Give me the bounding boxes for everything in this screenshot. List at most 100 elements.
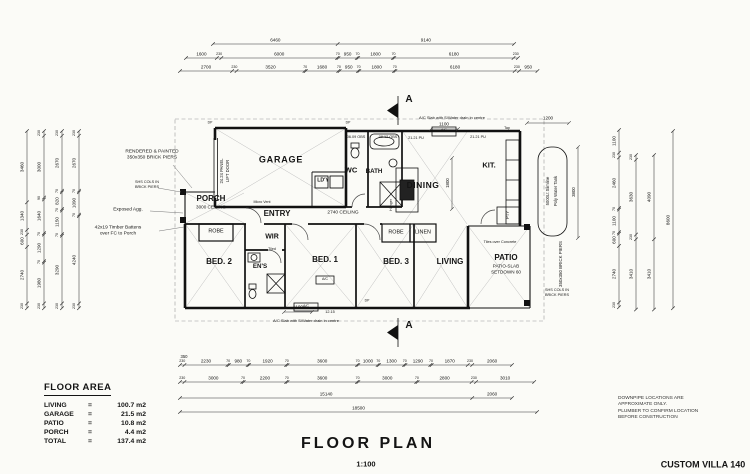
dim-label: 3460 bbox=[19, 161, 25, 172]
room-label-dining: DINING bbox=[406, 179, 440, 190]
window-code-5: 12.15 bbox=[325, 310, 335, 315]
ac-unit-top bbox=[431, 126, 457, 137]
window-code-2: 09.12 OBS bbox=[378, 135, 398, 140]
dim-label: 70 bbox=[72, 213, 77, 218]
dim-label: 1920 bbox=[262, 358, 273, 364]
exterior-walls bbox=[183, 126, 522, 310]
downpipe-notes: DOWNPIPE LOCATIONS ARE APPROXIMATE ONLY.… bbox=[618, 396, 698, 422]
area-value: 100.7 m2 bbox=[117, 402, 146, 409]
dim-label: 3410 bbox=[646, 269, 652, 280]
water-tank bbox=[537, 146, 568, 237]
dim-label: 6180 bbox=[449, 64, 461, 70]
dim-label: 2800 bbox=[439, 375, 450, 381]
dim-label: 230 bbox=[470, 375, 477, 380]
note-line: BEFORE CONSTRUCTION bbox=[618, 415, 678, 421]
note-line: PLUMBER TO CONFIRM LOCATION bbox=[618, 408, 699, 414]
dp-mark-3: DP bbox=[364, 298, 370, 303]
laundry-alcove bbox=[311, 171, 346, 207]
dim-label: 1870 bbox=[444, 358, 455, 364]
kitchen-island bbox=[395, 167, 419, 213]
dim-label: 820 bbox=[54, 196, 60, 205]
floor-area-heading: FLOOR AREA bbox=[44, 382, 112, 396]
brick-piers bbox=[180, 189, 530, 306]
dim-label: 6000 bbox=[274, 51, 285, 57]
room-label-bed2: BED. 2 bbox=[206, 257, 232, 266]
garage-panel-door bbox=[213, 138, 218, 200]
dim-label: 230 bbox=[20, 229, 25, 236]
dim-label: 70 bbox=[336, 64, 341, 69]
dim-label: 3000 bbox=[208, 375, 219, 381]
dim-label: 1000 bbox=[362, 358, 374, 364]
brick-piers-right-note: 350x350 BRICK PIERS bbox=[557, 241, 563, 287]
linen-label: LINEN bbox=[415, 229, 431, 236]
area-label: PATIO bbox=[44, 420, 64, 427]
table-row: PATIO=10.8 m2 bbox=[44, 419, 146, 428]
table-row: GARAGE=21.5 m2 bbox=[44, 410, 146, 419]
equals: = bbox=[88, 438, 92, 445]
dim-label: 70 bbox=[37, 259, 42, 264]
exposed-agg-note: Exposed Agg. bbox=[113, 207, 143, 213]
area-label: TOTAL bbox=[44, 438, 67, 445]
slab-drain-note-bottom: A/C Slab with S/Water drain in centre bbox=[273, 318, 339, 323]
area-value: 10.8 m2 bbox=[121, 420, 146, 427]
dim-label: 6180 bbox=[448, 51, 459, 57]
local-dim-lines bbox=[282, 121, 580, 314]
room-label-laundry: LD'Y bbox=[317, 177, 329, 184]
dim-label: 2700 bbox=[200, 64, 212, 70]
table-row: LIVING=100.7 m2 bbox=[44, 401, 146, 410]
dim-label: 3000 bbox=[382, 375, 393, 381]
dim-label: 2060 bbox=[486, 391, 498, 397]
dim-label: 70 bbox=[355, 375, 360, 380]
room-label-porch: PORCH bbox=[196, 194, 226, 203]
dim-label: 600 bbox=[19, 236, 25, 245]
rendered-piers-note1: RENDERED & PAINTED bbox=[125, 149, 179, 155]
room-label-bed3: BED. 3 bbox=[383, 257, 409, 266]
shs-cols-right-note1: SHS COLS IN bbox=[544, 288, 570, 293]
dim-label: 70 bbox=[355, 358, 360, 363]
fixtures bbox=[247, 126, 568, 312]
dim-label: 1340 bbox=[19, 210, 25, 222]
dim-label: 3600 bbox=[317, 375, 328, 381]
dim-label: 70 bbox=[428, 358, 433, 363]
dim-label: 1290 bbox=[36, 242, 42, 254]
patio-slab-note1: PATIO-SLAB bbox=[492, 263, 520, 269]
dim-label: 230 bbox=[179, 358, 186, 363]
area-label: GARAGE bbox=[44, 411, 74, 418]
dim-label: 18500 bbox=[352, 405, 365, 411]
dim-3800: 3800 bbox=[570, 187, 576, 197]
dim-label: 2740 bbox=[611, 269, 617, 280]
dim-label: 1800 bbox=[370, 51, 381, 57]
dim-label: 950 bbox=[344, 64, 353, 70]
window-code-3: 21.21 PU bbox=[408, 136, 424, 141]
dim-label: 950 bbox=[524, 64, 533, 70]
model-name: CUSTOM VILLA 140 bbox=[660, 459, 746, 470]
pantry bbox=[496, 206, 520, 225]
ac-label-bed1: A/C bbox=[322, 277, 328, 282]
dim-label: 1640 bbox=[36, 211, 42, 222]
timber-battens-note1: 42x19 Timber Battens bbox=[94, 225, 142, 231]
dim-label: 1100 bbox=[611, 215, 617, 226]
dim-label: 1290 bbox=[412, 358, 423, 364]
dim-label: 1300 bbox=[386, 358, 397, 364]
dim-label: 230 bbox=[20, 302, 25, 309]
dim-label: 70 bbox=[612, 206, 617, 211]
dim-label: 70 bbox=[72, 189, 77, 194]
dim-label: 230 bbox=[513, 64, 520, 69]
dim-350: 350 bbox=[180, 353, 188, 359]
dim-label: 70 bbox=[355, 51, 360, 56]
robe-label-hall: ROBE bbox=[388, 229, 404, 236]
dim-label: 230 bbox=[72, 130, 77, 137]
dim-label: 980 bbox=[234, 358, 243, 364]
dim-label: 600 bbox=[611, 235, 617, 244]
dim-label: 950 bbox=[343, 51, 352, 57]
dim-label: 1090 bbox=[71, 198, 77, 209]
dim-label: 230 bbox=[72, 302, 77, 309]
dim-1100-bottom: 1100 bbox=[293, 304, 303, 310]
note-line: APPROXIMATE ONLY. bbox=[618, 402, 668, 408]
robe-label-bed2: ROBE bbox=[208, 228, 224, 235]
dim-label: 230 bbox=[629, 233, 634, 240]
dim-label: 230 bbox=[512, 51, 519, 56]
window-code-4: 21.21 PU bbox=[470, 135, 486, 140]
